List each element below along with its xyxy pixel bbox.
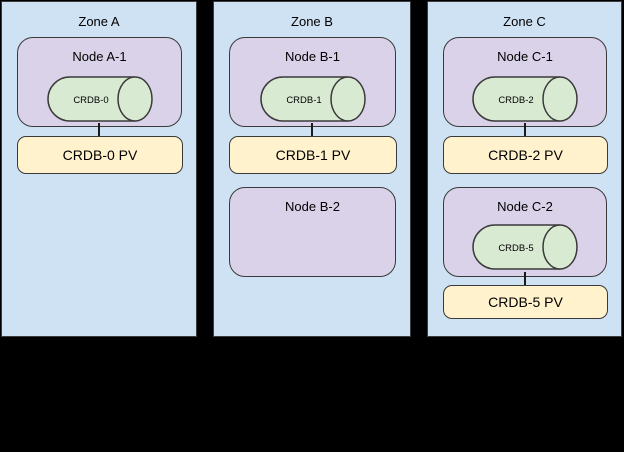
connector-line-b1 [311,123,313,137]
pv-box-crdb-2: CRDB-2 PV [443,136,608,174]
connector-line-c2 [523,272,526,286]
crdb-5-pod-label: CRDB-5 [498,243,533,254]
node-b1-label: Node B-1 [285,49,340,64]
zone-b-title: Zone B [291,14,333,29]
crdb-2-cylinder-icon: CRDB-2 [472,76,578,122]
zone-a-title: Zone A [78,14,120,29]
node-b2-label: Node B-2 [285,199,340,214]
pv-box-crdb-0: CRDB-0 PV [17,136,183,174]
crdb-5-cylinder-icon: CRDB-5 [472,224,578,270]
crdb-0-pod-label: CRDB-0 [73,95,108,106]
node-c2-label: Node C-2 [497,199,553,214]
connector-line-a1 [98,123,100,137]
pv-box-crdb-5: CRDB-5 PV [443,285,608,319]
node-a1-label: Node A-1 [72,49,127,64]
node-b2-box: Node B-2 [229,187,396,277]
crdb-1-pod-label: CRDB-1 [286,95,321,106]
crdb-0-cylinder-icon: CRDB-0 [46,76,153,122]
zone-b: Zone B Node B-1 CRDB-1 CRDB-1 PV Node B-… [213,1,411,337]
node-c1-label: Node C-1 [497,49,553,64]
zone-c: Zone C Node C-1 CRDB-2 CRDB-2 PV Node C-… [427,1,622,337]
node-c2-box: Node C-2 CRDB-5 [443,187,607,277]
pv-box-crdb-1: CRDB-1 PV [229,136,397,174]
node-a1-box: Node A-1 CRDB-0 [17,37,182,127]
crdb-1-cylinder-icon: CRDB-1 [259,76,366,122]
node-b1-box: Node B-1 CRDB-1 [229,37,396,127]
node-c1-box: Node C-1 CRDB-2 [443,37,607,127]
connector-line-c1 [523,123,526,137]
crdb-2-pod-label: CRDB-2 [498,95,533,106]
zone-c-title: Zone C [503,14,546,29]
zone-a: Zone A Node A-1 CRDB-0 CRDB-0 PV [1,1,197,337]
